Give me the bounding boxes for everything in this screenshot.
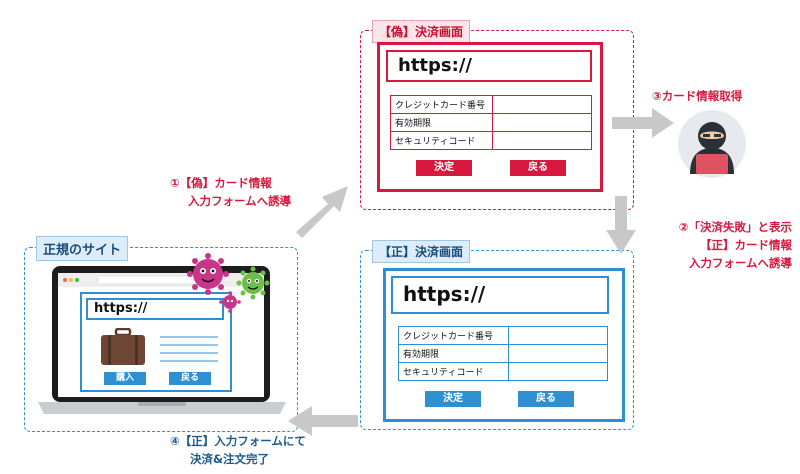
fake-card-form: クレジットカード番号 有効期限 セキュリティコード — [390, 95, 592, 150]
step3-caption: ③カード情報取得 — [652, 89, 743, 103]
virus-icon-green — [236, 266, 270, 300]
arrow-step1 — [296, 186, 348, 238]
step2-line3: 入力フォームへ誘導 — [688, 256, 792, 270]
legit-site-panel — [24, 247, 298, 432]
fake-url-bar: https:// — [386, 50, 592, 82]
legit-back-button[interactable]: 戻る — [169, 372, 211, 385]
fake-back-button[interactable]: 戻る — [510, 160, 566, 176]
arrow-step2 — [606, 196, 636, 254]
step2-line2: 【正】カード情報 — [700, 238, 792, 252]
form-row-input[interactable] — [492, 95, 592, 114]
legit-site-title: 正規のサイト — [36, 236, 129, 261]
arrow-step3 — [612, 108, 674, 138]
hacker-icon — [678, 110, 746, 178]
step4-caption: ④【正】入力フォームにて 決済&注文完了 — [170, 432, 306, 468]
legit-url-bar: https:// — [86, 298, 224, 320]
form-row-label: セキュリティコード — [390, 131, 493, 150]
form-row-label: 有効期限 — [390, 113, 493, 132]
form-row-input[interactable] — [508, 344, 608, 363]
form-row-label: 有効期限 — [398, 344, 509, 363]
fake-panel-title: 【偽】決済画面 — [372, 20, 471, 43]
real-panel-title: 【正】決済画面 — [372, 240, 471, 263]
arrow-step4 — [288, 406, 358, 436]
form-row-label: セキュリティコード — [398, 362, 509, 381]
step2-caption: ②「決済失敗」と表示 【正】カード情報 入力フォームへ誘導 — [652, 218, 792, 272]
real-url-bar: https:// — [391, 276, 609, 314]
suitcase-icon — [101, 328, 145, 365]
fake-ok-button[interactable]: 決定 — [416, 160, 472, 176]
form-row: 有効期限 — [398, 344, 608, 363]
real-card-form: クレジットカード番号 有効期限 セキュリティコード — [398, 326, 608, 381]
form-row-input[interactable] — [508, 326, 608, 345]
form-row: 有効期限 — [390, 113, 592, 132]
legit-buy-button[interactable]: 購入 — [104, 372, 146, 385]
real-back-button[interactable]: 戻る — [518, 391, 574, 407]
product-description-lines — [160, 336, 218, 362]
form-row-label: クレジットカード番号 — [390, 95, 493, 114]
form-row-input[interactable] — [492, 131, 592, 150]
real-payment-panel — [360, 250, 634, 430]
step4-line1: ④【正】入力フォームにて — [170, 434, 306, 448]
step2-line1: ②「決済失敗」と表示 — [678, 220, 792, 234]
step1-caption: ①【偽】カード情報 入力フォームへ誘導 — [170, 174, 291, 210]
step1-line1: ①【偽】カード情報 — [170, 176, 272, 190]
form-row-input[interactable] — [508, 362, 608, 381]
form-row: セキュリティコード — [390, 131, 592, 150]
virus-icon-pink — [187, 253, 229, 295]
step4-line2: 決済&注文完了 — [190, 452, 270, 466]
real-ok-button[interactable]: 決定 — [425, 391, 481, 407]
form-row-input[interactable] — [492, 113, 592, 132]
form-row: セキュリティコード — [398, 362, 608, 381]
form-row-label: クレジットカード番号 — [398, 326, 509, 345]
step1-line2: 入力フォームへ誘導 — [188, 194, 292, 208]
form-row: クレジットカード番号 — [390, 95, 592, 114]
virus-icon-small — [219, 291, 241, 313]
form-row: クレジットカード番号 — [398, 326, 608, 345]
